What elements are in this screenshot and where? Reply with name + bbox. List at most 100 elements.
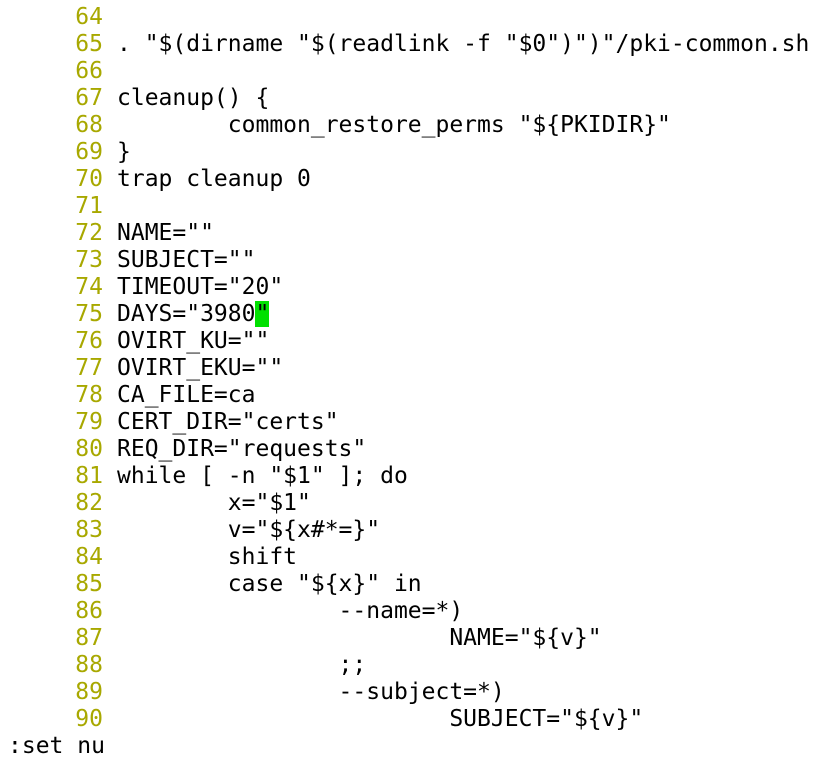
- line-text: while [ -n "$1" ]; do: [117, 463, 408, 490]
- code-text: cleanup() {: [117, 85, 270, 111]
- line-text: CA_FILE=ca: [117, 382, 255, 409]
- line-number: 70: [75, 166, 103, 192]
- code-line[interactable]: 84 shift: [0, 544, 840, 571]
- line-text: }: [117, 139, 131, 166]
- line-number: 74: [75, 274, 103, 300]
- code-line[interactable]: 75 DAYS="3980": [0, 301, 840, 328]
- code-text: common_restore_perms "${PKIDIR}": [117, 112, 671, 138]
- line-number: 73: [75, 247, 103, 273]
- line-text: NAME="${v}": [117, 625, 602, 652]
- line-text: v="${x#*=}": [117, 517, 380, 544]
- line-text: x="$1": [117, 490, 311, 517]
- line-number: 69: [75, 139, 103, 165]
- line-number: 67: [75, 85, 103, 111]
- line-number: 86: [75, 598, 103, 624]
- line-number: 90: [75, 706, 103, 732]
- line-text: --name=*): [117, 598, 464, 625]
- code-text: NAME="${v}": [117, 625, 602, 651]
- line-text: case "${x}" in: [117, 571, 422, 598]
- code-line[interactable]: 82 x="$1": [0, 490, 840, 517]
- line-number: 87: [75, 625, 103, 651]
- line-number: 68: [75, 112, 103, 138]
- line-text: ;;: [117, 652, 367, 679]
- code-line[interactable]: 65 . "$(dirname "$(readlink -f "$0")")"/p…: [0, 31, 840, 58]
- line-text: SUBJECT="${v}": [117, 706, 643, 733]
- code-line[interactable]: 80 REQ_DIR="requests": [0, 436, 840, 463]
- code-line[interactable]: 68 common_restore_perms "${PKIDIR}": [0, 112, 840, 139]
- code-line[interactable]: 76 OVIRT_KU="": [0, 328, 840, 355]
- code-line[interactable]: 71: [0, 193, 840, 220]
- code-line[interactable]: 74 TIMEOUT="20": [0, 274, 840, 301]
- code-text: shift: [117, 544, 298, 570]
- line-text: --subject=*): [117, 679, 505, 706]
- command-line[interactable]: :set nu: [8, 733, 105, 759]
- code-line[interactable]: 85 case "${x}" in: [0, 571, 840, 598]
- code-line[interactable]: 90 SUBJECT="${v}": [0, 706, 840, 733]
- code-text: OVIRT_EKU="": [117, 355, 284, 381]
- line-text: NAME="": [117, 220, 214, 247]
- line-number: 85: [75, 571, 103, 597]
- line-number: 89: [75, 679, 103, 705]
- line-text: REQ_DIR="requests": [117, 436, 366, 463]
- code-line[interactable]: 83 v="${x#*=}": [0, 517, 840, 544]
- code-line[interactable]: 66: [0, 58, 840, 85]
- line-text: shift: [117, 544, 297, 571]
- code-text: CA_FILE=ca: [117, 382, 256, 408]
- code-line[interactable]: 87 NAME="${v}": [0, 625, 840, 652]
- code-line[interactable]: 64: [0, 4, 840, 31]
- line-text: cleanup() {: [117, 85, 269, 112]
- line-text: SUBJECT="": [117, 247, 255, 274]
- code-line[interactable]: 73 SUBJECT="": [0, 247, 840, 274]
- line-number: 79: [75, 409, 103, 435]
- line-number: 72: [75, 220, 103, 246]
- code-text: --name=*): [117, 598, 464, 624]
- code-text: trap cleanup 0: [117, 166, 311, 192]
- line-text: TIMEOUT="20": [117, 274, 283, 301]
- code-line[interactable]: 70 trap cleanup 0: [0, 166, 840, 193]
- line-text: . "$(dirname "$(readlink -f "$0")")"/pki…: [117, 31, 809, 58]
- code-text: v="${x#*=}": [117, 517, 381, 543]
- code-text: SUBJECT="": [117, 247, 256, 273]
- code-line[interactable]: 79 CERT_DIR="certs": [0, 409, 840, 436]
- code-text: TIMEOUT="20": [117, 274, 284, 300]
- code-line[interactable]: 86 --name=*): [0, 598, 840, 625]
- line-number: 71: [75, 193, 103, 219]
- line-text: DAYS="3980": [117, 301, 270, 328]
- code-text: --subject=*): [117, 679, 505, 705]
- line-text: trap cleanup 0: [117, 166, 311, 193]
- line-number: 80: [75, 436, 103, 462]
- line-number: 65: [75, 31, 103, 57]
- code-line[interactable]: 78 CA_FILE=ca: [0, 382, 840, 409]
- line-number: 83: [75, 517, 103, 543]
- code-text: NAME="": [117, 220, 214, 246]
- code-text: . "$(dirname "$(readlink -f "$0")")"/pki…: [117, 31, 810, 57]
- line-number: 81: [75, 463, 103, 489]
- line-number: 66: [75, 58, 103, 84]
- code-text: REQ_DIR="requests": [117, 436, 367, 462]
- line-number: 75: [75, 301, 103, 327]
- line-number: 84: [75, 544, 103, 570]
- code-text: while [ -n "$1" ]; do: [117, 463, 408, 489]
- code-line[interactable]: 77 OVIRT_EKU="": [0, 355, 840, 382]
- code-line[interactable]: 72 NAME="": [0, 220, 840, 247]
- code-text: SUBJECT="${v}": [117, 706, 644, 732]
- code-text: x="$1": [117, 490, 311, 516]
- code-line[interactable]: 81 while [ -n "$1" ]; do: [0, 463, 840, 490]
- code-text: DAYS="3980: [117, 301, 256, 327]
- line-number: 77: [75, 355, 103, 381]
- line-text: CERT_DIR="certs": [117, 409, 339, 436]
- code-text: CERT_DIR="certs": [117, 409, 339, 435]
- line-text: common_restore_perms "${PKIDIR}": [117, 112, 671, 139]
- code-line[interactable]: 67 cleanup() {: [0, 85, 840, 112]
- line-number: 82: [75, 490, 103, 516]
- line-number: 78: [75, 382, 103, 408]
- line-text: OVIRT_EKU="": [117, 355, 283, 382]
- code-line[interactable]: 89 --subject=*): [0, 679, 840, 706]
- code-text: case "${x}" in: [117, 571, 422, 597]
- line-number: 76: [75, 328, 103, 354]
- code-line[interactable]: 88 ;;: [0, 652, 840, 679]
- line-text: OVIRT_KU="": [117, 328, 269, 355]
- code-line[interactable]: 69}: [0, 139, 840, 166]
- code-text: ;;: [117, 652, 367, 678]
